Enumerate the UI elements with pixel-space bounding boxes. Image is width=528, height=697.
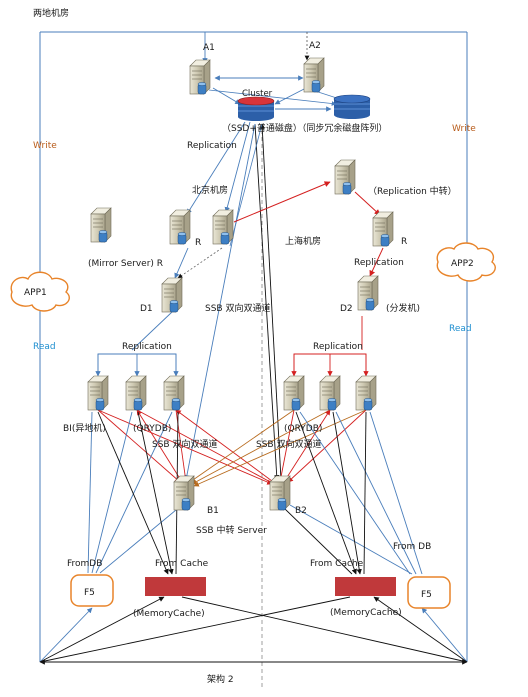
server-d2[interactable] (357, 275, 379, 311)
r-bj-label: R (195, 238, 201, 248)
d1-stem (131, 311, 173, 351)
replication-label-top: Replication (187, 141, 237, 151)
write-label-right: Write (452, 124, 476, 134)
replication-label-right-group: Replication (313, 342, 363, 352)
server-b2[interactable] (269, 475, 291, 511)
a1-mirror-storage-link (208, 89, 337, 106)
r-bj-to-d1 (177, 247, 223, 279)
memcache-right-label: (MemoryCache) (330, 608, 402, 618)
replication-label-sh: Replication (354, 258, 404, 268)
server-right-3[interactable] (355, 375, 377, 411)
app2-label: APP2 (451, 259, 474, 269)
mirror-to-d1 (174, 247, 189, 279)
cluster-label: Cluster (242, 89, 273, 99)
memcache-right-bar[interactable] (335, 577, 396, 596)
cluster-disk-array[interactable] (237, 96, 275, 121)
memcache-left-label: (MemoryCache) (133, 609, 205, 619)
server-mirror[interactable] (90, 207, 112, 243)
ssb-server-label: SSB 中转 Server (196, 524, 267, 536)
b1-label: B1 (207, 506, 219, 516)
server-left-2[interactable] (125, 375, 147, 411)
d2-note-label: (分发机) (386, 302, 420, 314)
server-r-beijing-left[interactable] (169, 209, 191, 245)
r-sh-label: R (401, 237, 407, 247)
memcache-left-bar[interactable] (145, 577, 206, 596)
qrydb-right-label: (QRYDB) (284, 424, 322, 434)
replication-label-left-group: Replication (122, 342, 172, 352)
f5-left-box[interactable]: F5 (70, 574, 114, 607)
ssb-channel-label-left: SSB 双向双通道 (152, 438, 217, 450)
server-bi[interactable] (87, 375, 109, 411)
server-left-qrydb[interactable] (163, 375, 185, 411)
r-bj-to-relay (233, 181, 331, 223)
b2-to-cluster (259, 123, 282, 481)
server-d1[interactable] (161, 277, 183, 313)
footer-caption: 架构 2 (207, 673, 234, 685)
server-right-qrydb[interactable] (283, 375, 305, 411)
read-label-right: Read (449, 324, 472, 334)
storage-to-mirror (186, 121, 246, 215)
qrydb-left-label: (QRYDB) (133, 424, 171, 434)
d2-label: D2 (340, 304, 353, 314)
replication-relay-label: （Replication 中转） (368, 185, 457, 197)
from-db-right-label: From DB (393, 542, 431, 552)
d1-label: D1 (140, 304, 153, 314)
from-db-left-label: FromDB (67, 559, 102, 569)
ssb-cross-links (97, 409, 367, 487)
region-shanghai: 上海机房 (285, 235, 321, 247)
from-cache-right-label: From Cache (310, 559, 364, 569)
ssb-channel-label-mid: SSB 双向双通道 (205, 302, 270, 314)
storage-to-r-bj (224, 121, 251, 213)
a2-storage-link (274, 87, 307, 105)
cluster-r-bj-link (229, 123, 263, 247)
read-label-left: Read (33, 342, 56, 352)
a1-label: A1 (203, 43, 215, 53)
a1-storage-link (212, 87, 241, 105)
mirror-server-label: (Mirror Server) R (88, 259, 163, 269)
f5-left-label: F5 (84, 588, 95, 598)
server-r-shanghai[interactable] (372, 211, 394, 247)
f5-right-box[interactable]: F5 (407, 576, 451, 609)
server-b1[interactable] (173, 475, 195, 511)
storage-label: （SSD+普通磁盘）（同步冗余磁盘阵列） (222, 122, 387, 134)
a2-label: A2 (309, 41, 321, 51)
server-r-beijing[interactable] (212, 209, 234, 245)
cluster-to-b2 (254, 123, 280, 481)
from-cache-left-label: From Cache (155, 559, 209, 569)
region-beijing: 北京机房 (192, 184, 228, 196)
f5-right-label: F5 (421, 590, 432, 600)
app2-cloud[interactable]: APP2 (436, 242, 496, 282)
cluster-to-b1 (184, 123, 256, 481)
bottom-links (39, 596, 468, 665)
page-title: 两地机房 (33, 7, 69, 19)
write-label-left: Write (33, 141, 57, 151)
app1-label: APP1 (24, 288, 47, 298)
r-sh-to-d2 (369, 247, 384, 277)
server-a1[interactable] (189, 59, 211, 95)
app1-cloud[interactable]: APP1 (10, 271, 70, 312)
ssb-channel-label-right: SSB 双向双通道 (256, 438, 321, 450)
bi-label: BI(异地机) (63, 422, 106, 434)
server-a2[interactable] (303, 57, 325, 93)
relay-to-r-sh (354, 191, 381, 216)
server-right-2[interactable] (319, 375, 341, 411)
mirror-disk-array[interactable] (333, 94, 371, 119)
b2-label: B2 (295, 506, 307, 516)
read-links (87, 411, 423, 575)
server-replication-relay[interactable] (334, 159, 356, 195)
